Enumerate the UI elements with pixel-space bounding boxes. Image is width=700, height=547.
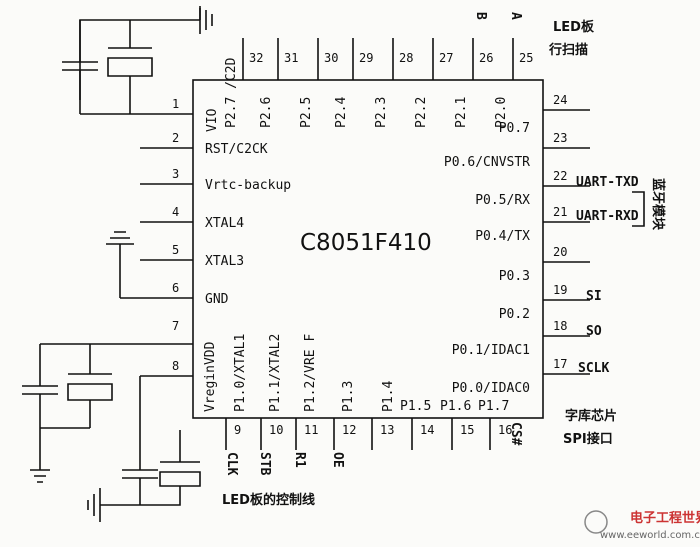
pin-label-3: Vrtc-backup bbox=[205, 178, 291, 193]
pin-label-20: P0.3 bbox=[499, 269, 530, 284]
chip-body bbox=[192, 79, 544, 419]
pin-number-14: 14 bbox=[420, 423, 434, 437]
pin-number-23: 23 bbox=[553, 131, 567, 145]
pin-label-13: P1.4 bbox=[381, 381, 396, 412]
pin-number-24: 24 bbox=[553, 93, 567, 107]
pin-label-27: P2.2 bbox=[414, 97, 429, 128]
net-b: B bbox=[473, 12, 488, 20]
pin-number-12: 12 bbox=[342, 423, 356, 437]
pin-number-25: 25 bbox=[519, 51, 533, 65]
pin-label-23: P0.6/CNVSTR bbox=[444, 155, 530, 170]
pin-number-30: 30 bbox=[324, 51, 338, 65]
net-si: SI bbox=[586, 289, 602, 304]
note-led-control-lines: LED板的控制线 bbox=[222, 492, 315, 508]
pin-label-6: GND bbox=[205, 292, 229, 307]
bluetooth-bracket bbox=[632, 191, 645, 227]
net-clk: CLK bbox=[224, 452, 239, 476]
chip-name: C8051F410 bbox=[300, 230, 432, 256]
watermark-url: www.eeworld.com.cn bbox=[600, 530, 700, 541]
pin6-ground bbox=[106, 231, 193, 299]
net-oe: OE bbox=[330, 452, 345, 468]
pin-number-9: 9 bbox=[234, 423, 241, 437]
net-so: SO bbox=[586, 324, 602, 339]
pin-number-11: 11 bbox=[304, 423, 318, 437]
pin-number-5: 5 bbox=[172, 243, 179, 257]
pin-number-29: 29 bbox=[359, 51, 373, 65]
pin-number-17: 17 bbox=[553, 357, 567, 371]
pin-number-13: 13 bbox=[380, 423, 394, 437]
top-left-capacitor-network bbox=[62, 6, 213, 115]
pin-number-22: 22 bbox=[553, 169, 567, 183]
pin-number-8: 8 bbox=[172, 359, 179, 373]
pin-label-7: VreginVDD bbox=[203, 341, 218, 412]
net-uart-txd: UART-TXD bbox=[576, 175, 639, 190]
note-bluetooth-module: 蓝牙模块 bbox=[650, 178, 666, 231]
pin-number-16: 16 bbox=[498, 423, 512, 437]
pin8-crystal-network bbox=[87, 375, 201, 522]
pin-number-21: 21 bbox=[553, 205, 567, 219]
pin-number-15: 15 bbox=[460, 423, 474, 437]
pin-label-9: P1.0/XTAL1 bbox=[233, 334, 248, 412]
watermark-brand: 电子工程世界 bbox=[630, 510, 700, 526]
pin-number-32: 32 bbox=[249, 51, 263, 65]
pin-label-26: P2.1 bbox=[454, 97, 469, 128]
pin-number-31: 31 bbox=[284, 51, 298, 65]
pin-label-10: P1.1/XTAL2 bbox=[268, 334, 283, 412]
pin-number-18: 18 bbox=[553, 319, 567, 333]
lower-left-capacitor-network bbox=[22, 343, 193, 483]
pin-label-19: P0.2 bbox=[499, 307, 530, 322]
net-cs: CS# bbox=[508, 422, 523, 446]
pin-number-28: 28 bbox=[399, 51, 413, 65]
pin-number-1: 1 bbox=[172, 97, 179, 111]
bottom-pins: 9 P1.0/XTAL1 10 P1.1/XTAL2 11 P1.2/VRE F 12 P1.… bbox=[225, 334, 512, 450]
right-pins: 24P0.723P0.6/CNVSTR22P0.5/RX21P0.4/TX20P… bbox=[444, 93, 590, 396]
pin-number-4: 4 bbox=[172, 205, 179, 219]
pin-number-26: 26 bbox=[479, 51, 493, 65]
net-a: A bbox=[508, 12, 523, 20]
watermark: 电子工程世界 www.eeworld.com.cn bbox=[584, 510, 700, 541]
pin-label-2: RST/C2CK bbox=[205, 142, 268, 157]
pin-label-16: P1.7 bbox=[478, 399, 509, 414]
pin-number-3: 3 bbox=[172, 167, 179, 181]
note-font-chip-line2: SPI接口 bbox=[563, 431, 613, 447]
pin-label-32: P2.7 /C2D bbox=[224, 57, 239, 128]
pin-number-6: 6 bbox=[172, 281, 179, 295]
pin-label-29: P2.4 bbox=[334, 97, 349, 128]
pin-label-12: P1.3 bbox=[341, 381, 356, 412]
pin-label-1: VIO bbox=[205, 108, 220, 132]
pin-label-25: P2.0 bbox=[494, 97, 509, 128]
note-led-scan-line2: 行扫描 bbox=[548, 42, 588, 58]
net-uart-rxd: UART-RXD bbox=[576, 209, 639, 224]
net-r1: R1 bbox=[292, 452, 307, 468]
pin-label-14: P1.5 bbox=[400, 399, 431, 414]
pin-label-31: P2.6 bbox=[259, 97, 274, 128]
pin-number-19: 19 bbox=[553, 283, 567, 297]
net-sclk: SCLK bbox=[578, 361, 609, 376]
pin-label-21: P0.4/TX bbox=[475, 229, 530, 244]
pin-number-10: 10 bbox=[269, 423, 283, 437]
pin-label-17: P0.0/IDAC0 bbox=[452, 381, 530, 396]
pin-label-30: P2.5 bbox=[299, 97, 314, 128]
pin-label-18: P0.1/IDAC1 bbox=[452, 343, 530, 358]
note-led-scan-line1: LED板 bbox=[553, 19, 595, 35]
pin-label-24: P0.7 bbox=[499, 121, 530, 136]
pin-label-22: P0.5/RX bbox=[475, 193, 530, 208]
pin-number-2: 2 bbox=[172, 131, 179, 145]
pin-label-28: P2.3 bbox=[374, 97, 389, 128]
pin-label-11: P1.2/VRE F bbox=[303, 334, 318, 412]
pin-number-20: 20 bbox=[553, 245, 567, 259]
pin-number-27: 27 bbox=[439, 51, 453, 65]
pin-label-5: XTAL3 bbox=[205, 254, 244, 269]
net-stb: STB bbox=[257, 452, 272, 476]
watermark-logo-icon bbox=[584, 510, 608, 534]
pin-number-7: 7 bbox=[172, 319, 179, 333]
pin-label-15: P1.6 bbox=[440, 399, 471, 414]
note-font-chip-line1: 字库芯片 bbox=[565, 408, 617, 424]
pin-label-4: XTAL4 bbox=[205, 216, 244, 231]
